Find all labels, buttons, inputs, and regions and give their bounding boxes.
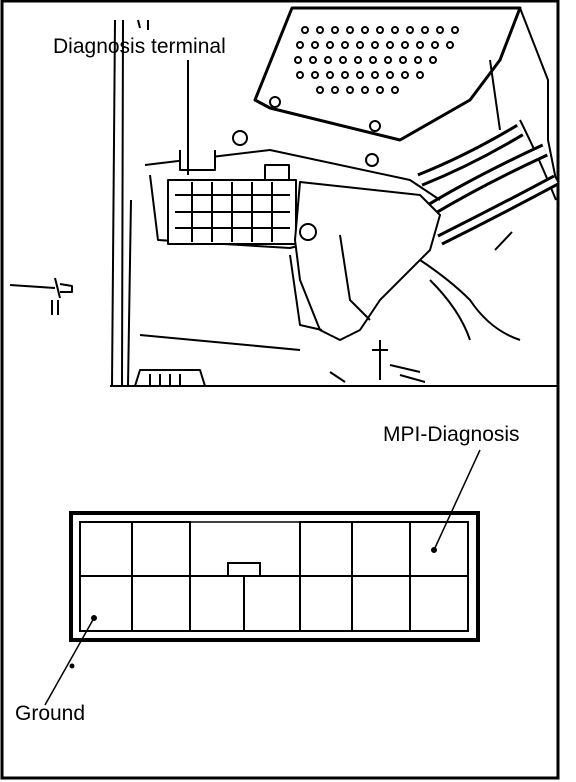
connector-top-row	[79, 521, 469, 577]
cavity-top-5-mpi-diagnosis	[409, 521, 469, 577]
ground-dot	[91, 615, 97, 621]
cavity-bottom-2	[131, 575, 191, 632]
connector-bottom-row	[79, 575, 469, 632]
cavity-bottom-4	[243, 575, 301, 632]
cavity-bottom-3	[189, 575, 245, 632]
cavity-top-4	[351, 521, 411, 577]
speaker-grille	[253, 6, 522, 142]
connector-outer-shell	[69, 511, 480, 642]
mpi-diagnosis-leader	[433, 449, 481, 551]
grille-holes	[269, 26, 459, 132]
cavity-bottom-7	[409, 575, 469, 632]
ground-leader	[44, 617, 95, 706]
dashboard-illustration	[9, 6, 559, 387]
connector-detail	[44, 449, 481, 706]
mpi-diagnosis-dot	[431, 547, 437, 553]
cavity-top-1	[79, 521, 133, 577]
cavity-top-2	[131, 521, 191, 577]
page-frame	[0, 0, 560, 780]
cavity-bottom-6	[351, 575, 411, 632]
ground-label: Ground	[15, 702, 86, 725]
cavity-bottom-1-ground	[79, 575, 133, 632]
connector-key	[227, 562, 261, 577]
diagnosis-terminal-label: Diagnosis terminal	[53, 35, 226, 58]
cavity-top-3	[299, 521, 353, 577]
mpi-diagnosis-label: MPI-Diagnosis	[383, 423, 520, 446]
cavity-bottom-5	[299, 575, 353, 632]
